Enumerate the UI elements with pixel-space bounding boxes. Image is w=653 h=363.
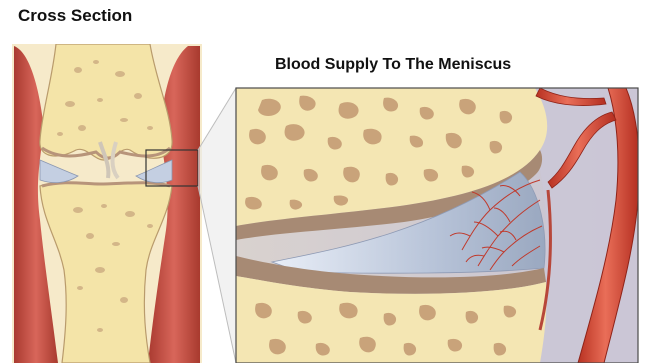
cross-section-knee — [12, 44, 202, 363]
blood-supply-panel — [236, 88, 639, 363]
zoom-connector — [198, 88, 236, 363]
femur-small — [40, 44, 172, 160]
